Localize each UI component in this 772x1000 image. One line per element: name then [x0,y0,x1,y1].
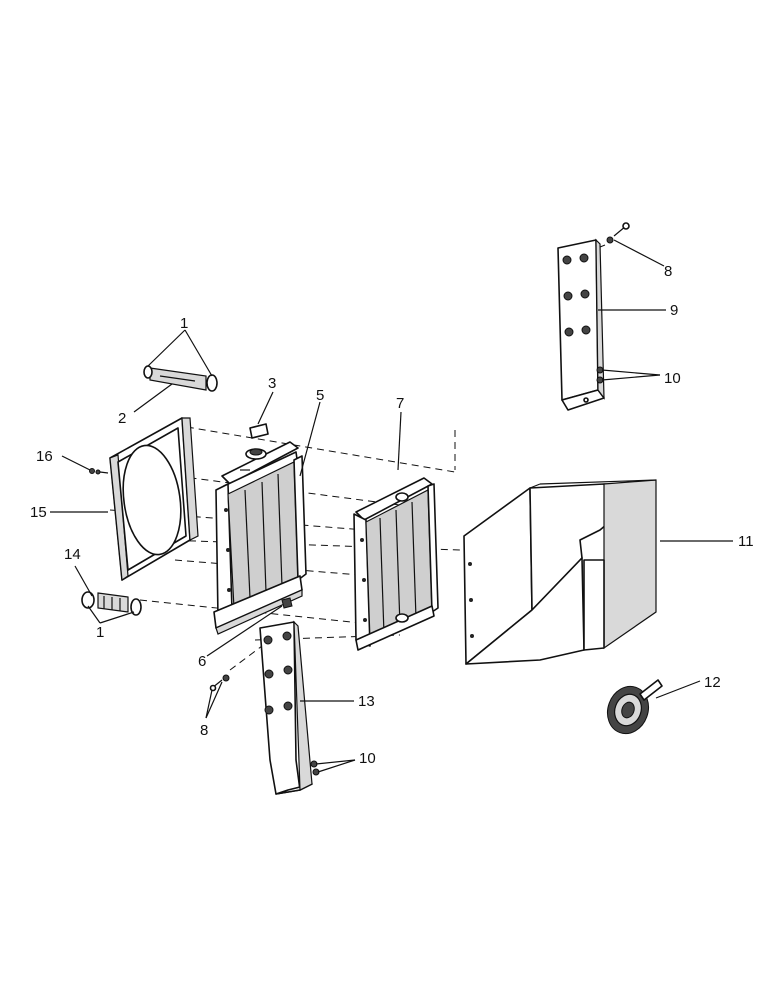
callout-1-lower: 1 [96,624,104,641]
callout-1-upper: 1 [180,315,188,332]
callout-2: 2 [118,410,126,427]
lower-hose [81,591,142,616]
callout-13: 13 [358,693,375,710]
callout-11: 11 [738,533,754,550]
callout-6: 6 [198,653,206,670]
upper-hose [143,365,218,392]
drain-cock [281,597,293,609]
callout-5: 5 [316,387,324,404]
callout-10-lower: 10 [359,750,376,767]
callout-14: 14 [64,546,81,563]
upper-bracket [557,238,605,411]
callout-labels: 1 1 2 3 5 6 7 8 8 9 10 10 11 12 13 14 15… [30,263,754,767]
callout-3: 3 [268,375,276,392]
callout-8-lower: 8 [200,722,208,739]
callout-12: 12 [704,674,721,691]
lower-bracket [259,620,313,795]
fan-shroud [109,417,199,582]
callout-8-upper: 8 [664,263,672,280]
callout-16: 16 [36,448,53,465]
lower-bolts [209,674,230,692]
callout-9: 9 [670,302,678,319]
strap-coil [606,679,663,735]
lower-nuts [310,760,320,776]
callout-15: 15 [30,504,47,521]
radiator [213,441,307,635]
screw-16 [61,455,109,475]
oil-cooler [353,477,439,651]
callout-10-upper: 10 [664,370,681,387]
duct-housing [463,479,657,665]
upper-bolts [606,222,630,244]
leader-lines [50,239,733,773]
radiator-cap [249,423,269,439]
callout-7: 7 [396,395,404,412]
